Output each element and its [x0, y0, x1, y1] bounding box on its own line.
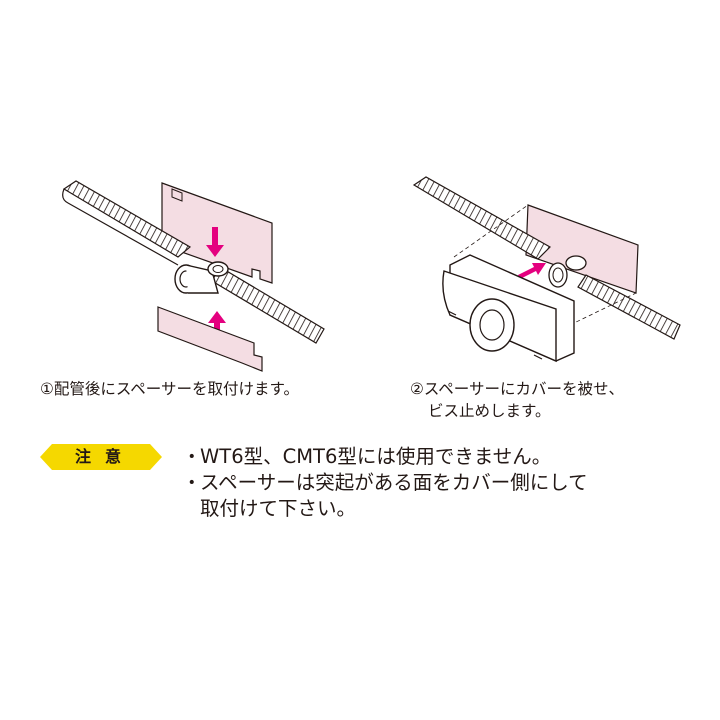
screw-icon: [447, 310, 543, 360]
cover-installation-diagram: [412, 176, 681, 363]
notice-text1: WT6型、CMT6型には使用できません。: [200, 445, 552, 468]
corrugated-pipe-left: [62, 180, 192, 258]
arrow-icon: [518, 263, 546, 279]
notice-badge: 注意: [40, 444, 162, 470]
notice-text2: スペーサーは突起がある面をカバー側にして: [200, 471, 588, 494]
step2-caption-line1: ②スペーサーにカバーを被せ、: [410, 380, 625, 398]
pipe-fitting: [174, 261, 229, 294]
step2-caption-line2: ビス止めします。: [428, 402, 551, 420]
arrow-icon: [206, 227, 226, 337]
corrugated-pipe-left: [412, 176, 551, 260]
bullet: ・: [182, 471, 202, 494]
spacer-installation-diagram: [62, 180, 325, 372]
notice-line3: 取付けて下さい。: [200, 497, 357, 520]
notice-label: 注意: [74, 447, 135, 466]
notice-line2: ・スペーサーは突起がある面をカバー側にして: [182, 470, 588, 496]
pipe-fitting: [548, 255, 587, 288]
notice-line1: ・WT6型、CMT6型には使用できません。: [182, 444, 551, 470]
cover: [442, 254, 575, 363]
step1-caption: ①配管後にスペーサーを取付けます。: [40, 380, 299, 398]
corrugated-pipe-right: [577, 274, 681, 340]
front-spacer-plate: [157, 306, 263, 372]
bullet: ・: [182, 445, 202, 468]
